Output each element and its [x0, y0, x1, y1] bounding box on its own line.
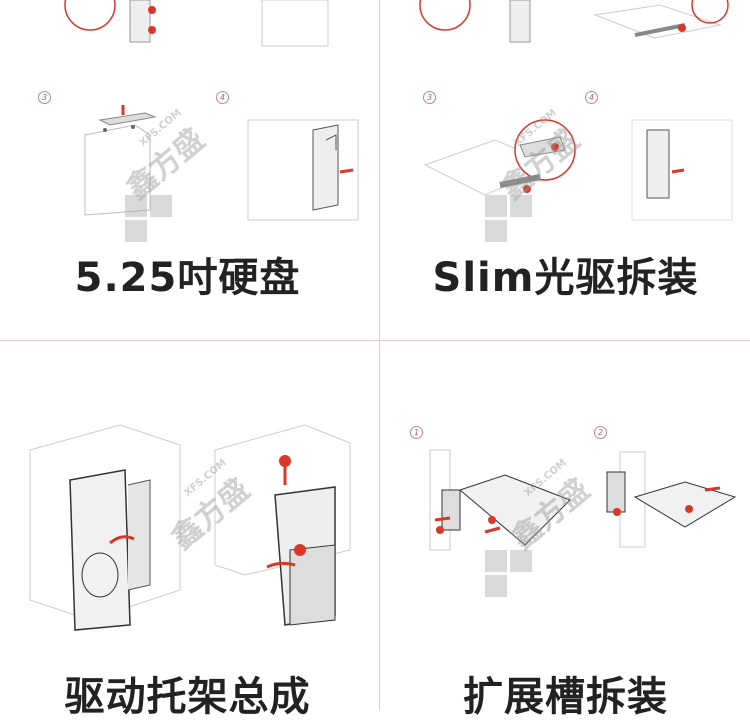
- watermark-logo: [485, 195, 535, 245]
- watermark-logo: [125, 195, 175, 245]
- step-number: 4: [216, 91, 229, 104]
- hdd-bracket-illustration: [84, 105, 157, 216]
- panel-caption: 5.25吋硬盘: [74, 255, 301, 301]
- expansion-card-install-illustration: [606, 451, 737, 548]
- step-number: 1: [410, 426, 423, 439]
- step-number: 4: [585, 91, 598, 104]
- slim-odd-chassis-illustration: [631, 119, 733, 221]
- panel-caption: 驱动托架总成: [64, 674, 311, 720]
- watermark-logo: [485, 550, 535, 600]
- slim-odd-illustration: [423, 119, 576, 196]
- panel-caption: 扩展槽拆装: [463, 674, 668, 720]
- panel-caption: Slim光驱拆装: [432, 255, 699, 301]
- expansion-card-removal-illustration: [429, 449, 571, 551]
- step-number: 3: [38, 91, 51, 104]
- drive-bay-open-illustration: [29, 424, 181, 631]
- drive-bay-removal-illustration: [214, 424, 351, 626]
- illustration-top-right-cropped: [419, 0, 729, 43]
- step-number: 2: [594, 426, 607, 439]
- hdd-chassis-illustration: [247, 119, 359, 221]
- illustration-top-left-cropped: [64, 0, 329, 47]
- panel-divider-vertical: [379, 0, 380, 711]
- step-number: 3: [423, 91, 436, 104]
- panel-divider-horizontal: [0, 340, 750, 341]
